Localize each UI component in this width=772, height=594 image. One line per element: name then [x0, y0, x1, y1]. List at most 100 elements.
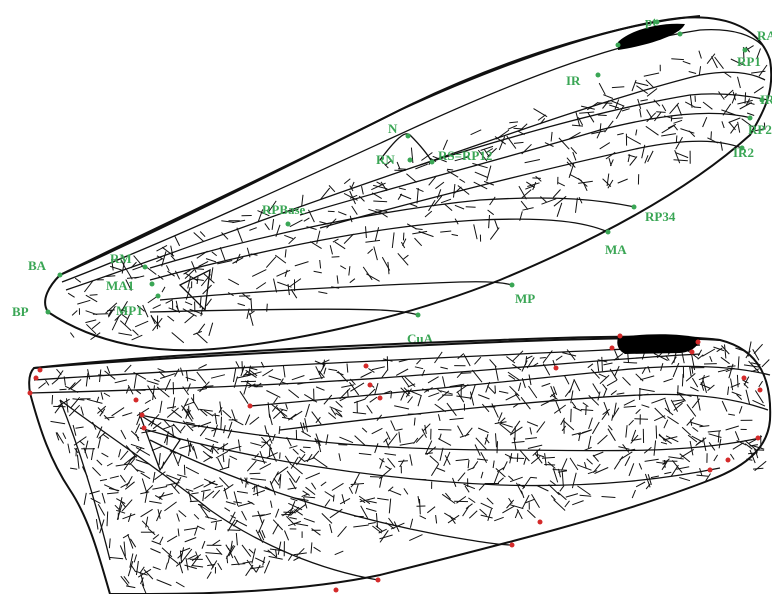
hw-landmark — [34, 376, 39, 381]
crossvein — [410, 519, 412, 528]
crossvein — [489, 215, 490, 228]
crossvein — [220, 247, 225, 260]
crossvein — [372, 428, 383, 434]
crossvein — [456, 396, 470, 398]
label-mp1: MP1 — [116, 303, 143, 318]
crossvein — [167, 536, 177, 542]
crossvein — [277, 270, 291, 276]
landmark-mp — [510, 283, 515, 288]
crossvein — [172, 333, 184, 343]
crossvein — [472, 370, 482, 382]
crossvein — [759, 381, 763, 387]
crossvein — [400, 443, 414, 446]
crossvein — [571, 409, 572, 422]
crossvein — [186, 489, 194, 491]
crossvein — [250, 417, 259, 425]
crossvein — [627, 137, 641, 145]
crossvein — [471, 130, 482, 135]
crossvein — [347, 364, 348, 373]
crossvein — [397, 162, 400, 169]
crossvein — [166, 265, 169, 271]
crossvein — [675, 150, 680, 163]
crossvein — [52, 395, 53, 404]
label-rp1: RP1 — [737, 54, 761, 69]
crossvein — [184, 465, 185, 475]
crossvein — [372, 367, 385, 370]
crossvein — [586, 406, 587, 415]
crossvein — [661, 442, 667, 444]
crossvein — [455, 205, 464, 209]
landmark-cua — [416, 313, 421, 318]
crossvein — [338, 212, 346, 215]
crossvein — [234, 556, 239, 565]
crossvein — [381, 182, 387, 191]
crossvein — [192, 566, 203, 568]
crossvein — [340, 266, 346, 269]
forewing-vein-cua — [150, 309, 418, 315]
crossvein — [753, 468, 763, 469]
crossvein — [600, 123, 601, 130]
crossvein — [475, 172, 488, 177]
crossvein — [509, 122, 518, 123]
crossvein — [276, 509, 279, 518]
crossvein — [636, 130, 637, 136]
hw-landmark — [726, 458, 731, 463]
crossvein — [220, 467, 230, 470]
crossvein — [398, 461, 408, 462]
crossvein — [579, 112, 594, 113]
crossvein — [354, 473, 359, 483]
crossvein — [376, 513, 377, 528]
crossvein — [329, 185, 335, 191]
label-ba: BA — [28, 258, 47, 273]
hw-landmark — [742, 376, 747, 381]
crossvein — [100, 370, 101, 383]
crossvein — [322, 513, 332, 523]
crossvein — [733, 443, 744, 450]
crossvein — [333, 239, 339, 242]
crossvein — [498, 478, 504, 483]
crossvein — [632, 80, 636, 91]
crossvein — [273, 524, 279, 534]
crossvein — [515, 510, 518, 518]
crossvein — [249, 228, 256, 231]
crossvein — [444, 513, 455, 520]
crossvein — [350, 279, 355, 283]
crossvein — [236, 520, 247, 526]
crossvein — [719, 439, 721, 448]
crossvein — [725, 344, 726, 358]
crossvein — [447, 169, 453, 170]
crossvein — [304, 497, 315, 498]
crossvein — [414, 418, 415, 426]
crossvein — [290, 220, 303, 227]
crossvein — [385, 454, 397, 456]
crossvein — [245, 415, 249, 425]
crossvein — [166, 300, 173, 304]
crossvein — [677, 105, 681, 115]
crossvein — [617, 393, 625, 394]
crossvein — [481, 472, 483, 478]
crossvein — [291, 411, 303, 419]
crossvein — [290, 478, 296, 489]
crossvein — [415, 238, 422, 246]
crossvein — [572, 473, 576, 488]
crossvein — [574, 379, 580, 391]
crossvein — [214, 425, 218, 437]
crossvein — [294, 553, 307, 555]
crossvein — [478, 395, 489, 399]
crossvein — [340, 498, 350, 504]
crossvein — [719, 92, 725, 100]
crossvein — [629, 463, 634, 476]
crossvein — [294, 523, 308, 526]
crossvein — [189, 491, 192, 501]
crossvein — [729, 122, 736, 130]
crossvein — [564, 421, 574, 430]
crossvein — [277, 282, 291, 287]
crossvein — [537, 450, 538, 456]
crossvein — [682, 374, 683, 387]
crossvein — [438, 430, 451, 431]
crossvein — [746, 390, 750, 404]
crossvein — [68, 293, 75, 297]
crossvein — [365, 389, 375, 399]
crossvein — [196, 333, 207, 343]
crossvein — [253, 490, 265, 494]
